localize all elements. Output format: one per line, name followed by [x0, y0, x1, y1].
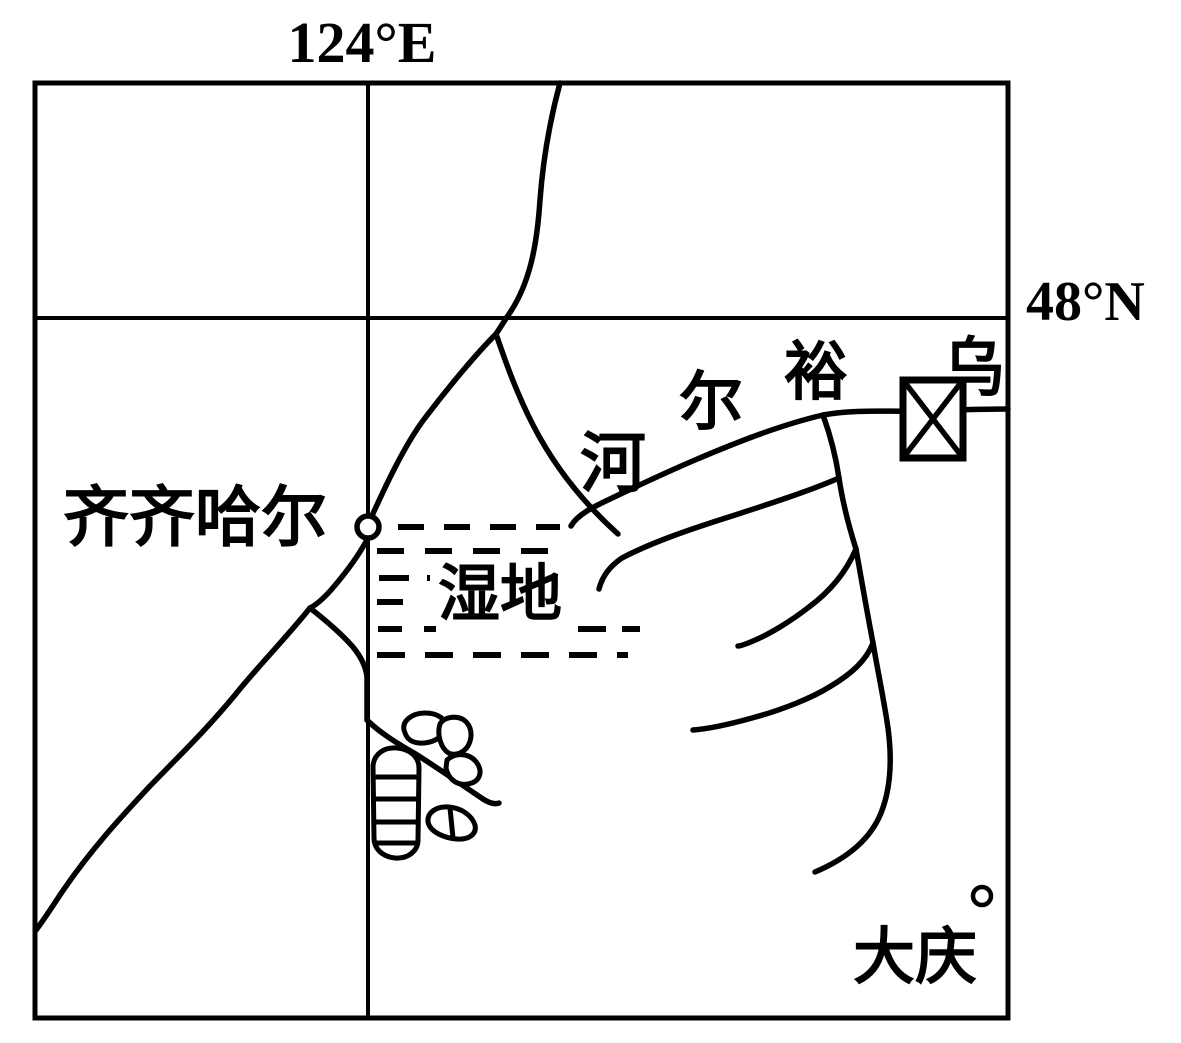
river-branch-to-qiqihar: [368, 331, 499, 521]
label-wetland: 湿地: [438, 561, 562, 629]
label-river-char-he: 河: [580, 428, 646, 501]
label-river-char-yu: 裕: [784, 337, 848, 408]
lake-group: [370, 710, 483, 861]
label-daqing: 大庆: [853, 923, 977, 992]
river-south-branch-lakes: [307, 605, 502, 807]
river-south-main: [33, 535, 371, 933]
lake-segment-lines: [375, 774, 418, 846]
lake-blob-4-divider: [447, 807, 456, 839]
city-marker-qiqihar: [354, 513, 382, 541]
map-frame: [32, 80, 1011, 1021]
lake-blob-3: [443, 752, 483, 787]
river-tributary-2: [735, 546, 859, 649]
river-north-upper: [493, 80, 563, 337]
lake-blob-2: [436, 714, 474, 757]
river-branch-east: [493, 331, 621, 537]
reservoir-symbol-icon: [899, 376, 967, 462]
label-parallel-48n: 48°N: [1026, 271, 1145, 333]
label-river-char-wu: 乌: [941, 333, 1005, 404]
reservoir-box-diagonal: [900, 378, 966, 460]
river-tributary-1: [596, 475, 842, 592]
label-meridian-124e: 124°E: [288, 10, 437, 75]
river-network: [33, 80, 1011, 933]
label-qiqihar: 齐齐哈尔: [63, 482, 327, 555]
wetland-dashes: [377, 524, 640, 658]
river-tributary-3: [690, 640, 876, 733]
label-river-char-er: 尔: [679, 367, 743, 438]
city-marker-daqing: [970, 884, 994, 908]
